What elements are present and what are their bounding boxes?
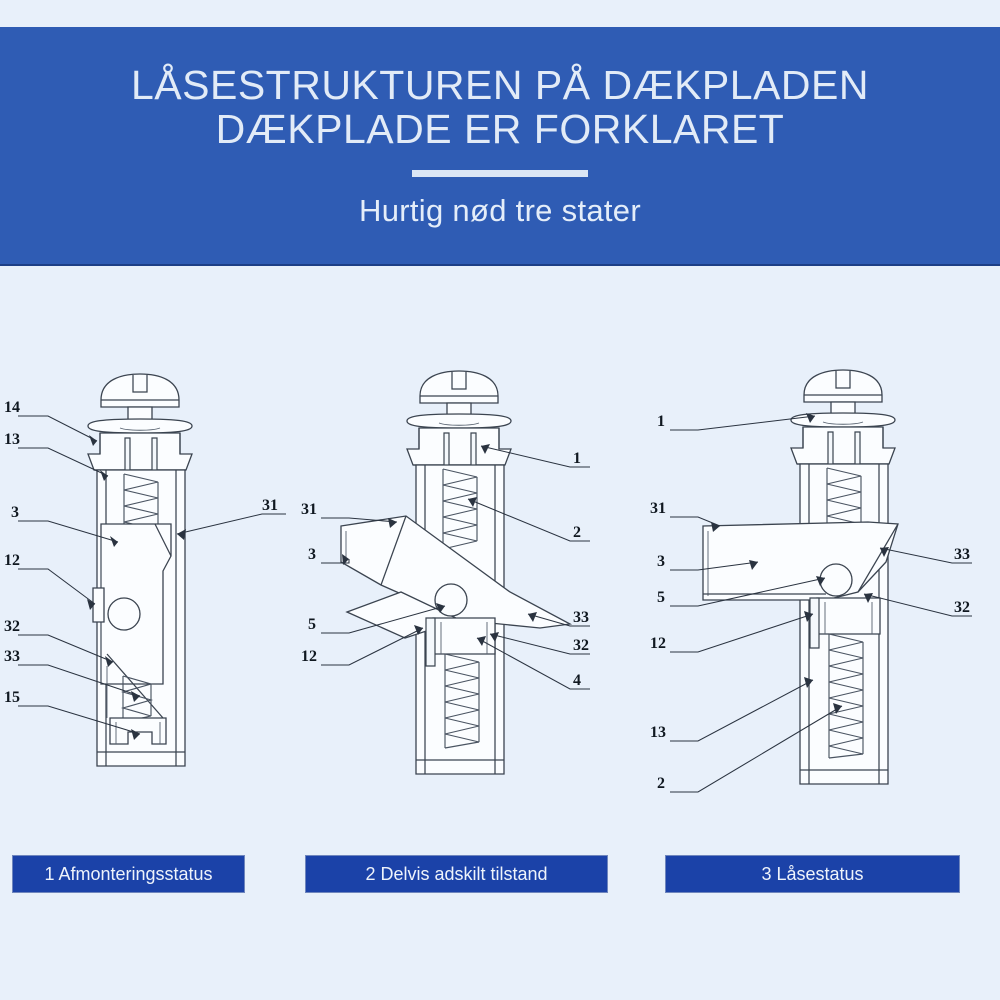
cam-face (106, 653, 164, 719)
figure-2-partially-separated: 31 3 5 12 1 (285, 366, 635, 836)
upper-spring (442, 468, 478, 550)
callout-14: 14 (4, 399, 20, 416)
figure-1-drawing: 14 13 3 12 32 33 15 31 (4, 373, 286, 767)
leader-arrowheads-left (87, 435, 140, 740)
callout-13: 13 (650, 724, 666, 741)
callout-31: 31 (301, 501, 317, 518)
screw-head-icon (100, 373, 180, 427)
callout-33: 33 (954, 546, 970, 563)
callout-33: 33 (4, 648, 20, 665)
callout-32: 32 (954, 599, 970, 616)
leader-lines-left (18, 415, 141, 735)
callout-12: 12 (4, 552, 20, 569)
page-title: LÅSESTRUKTUREN PÅ DÆKPLADEN DÆKPLADE ER … (130, 62, 869, 153)
base-seat (109, 717, 167, 745)
figure-3-locked: 1 31 3 5 12 13 2 33 32 (640, 366, 1000, 846)
header-banner: LÅSESTRUKTUREN PÅ DÆKPLADEN DÆKPLADE ER … (0, 27, 1000, 266)
leader-lines-right (863, 547, 972, 617)
caption-bar-3: 3 Låsestatus (665, 855, 960, 893)
callout-3: 3 (308, 546, 316, 563)
callout-1: 1 (657, 413, 665, 430)
collar (87, 432, 193, 471)
leader-lines-left (670, 415, 843, 793)
callout-3: 3 (657, 553, 665, 570)
leader-arrowheads-left (342, 518, 445, 635)
lower-spring (444, 653, 480, 749)
callout-2: 2 (573, 524, 581, 541)
slider-block (809, 597, 881, 649)
collar (790, 426, 896, 465)
caption-bar-2: 2 Delvis adskilt tilstand (305, 855, 608, 893)
callout-5: 5 (308, 616, 316, 633)
callout-3: 3 (11, 504, 19, 521)
cap-flange (87, 418, 193, 434)
diagram-area: 14 13 3 12 32 33 15 31 (0, 266, 1000, 1000)
callout-32: 32 (573, 637, 589, 654)
tilted-wedge (340, 515, 573, 629)
callout-33: 33 (573, 609, 589, 626)
leader-lines-left (321, 517, 446, 666)
leader-arrowheads-right (864, 547, 889, 603)
inner-pins (443, 432, 477, 471)
lower-spring (120, 675, 154, 723)
side-tab (92, 587, 105, 623)
callout-1: 1 (573, 450, 581, 467)
figure-2-drawing: 31 3 5 12 1 (301, 370, 590, 775)
cap-flange (790, 412, 896, 428)
leader-lines-right (467, 445, 590, 690)
pivot-circle (107, 597, 141, 631)
callout-13: 13 (4, 431, 20, 448)
callout-31: 31 (262, 497, 278, 514)
upper-spring (826, 467, 862, 525)
figure-1-disassembled: 14 13 3 12 32 33 15 31 (0, 366, 330, 836)
callout-31: 31 (650, 500, 666, 517)
page-subtitle: Hurtig nød tre stater (359, 192, 641, 228)
slider-block (425, 617, 496, 667)
callout-4: 4 (573, 672, 581, 689)
callout-2: 2 (657, 775, 665, 792)
leader-arrowhead-right (177, 529, 186, 540)
pivot-circle (819, 563, 853, 597)
leader-arrowheads-right (468, 444, 537, 646)
leader-arrowheads-left (711, 413, 842, 714)
caption-bar-1: 1 Afmonteringsstatus (12, 855, 245, 893)
cap-flange (406, 413, 512, 429)
collar (406, 427, 512, 466)
callout-32: 32 (4, 618, 20, 635)
callout-12: 12 (650, 635, 666, 652)
callout-12: 12 (301, 648, 317, 665)
leader-lines-right (176, 513, 286, 535)
callout-5: 5 (657, 589, 665, 606)
title-divider (412, 169, 588, 177)
figure-3-drawing: 1 31 3 5 12 13 2 33 32 (650, 369, 972, 793)
callout-15: 15 (4, 689, 20, 706)
lower-spring (828, 633, 864, 759)
